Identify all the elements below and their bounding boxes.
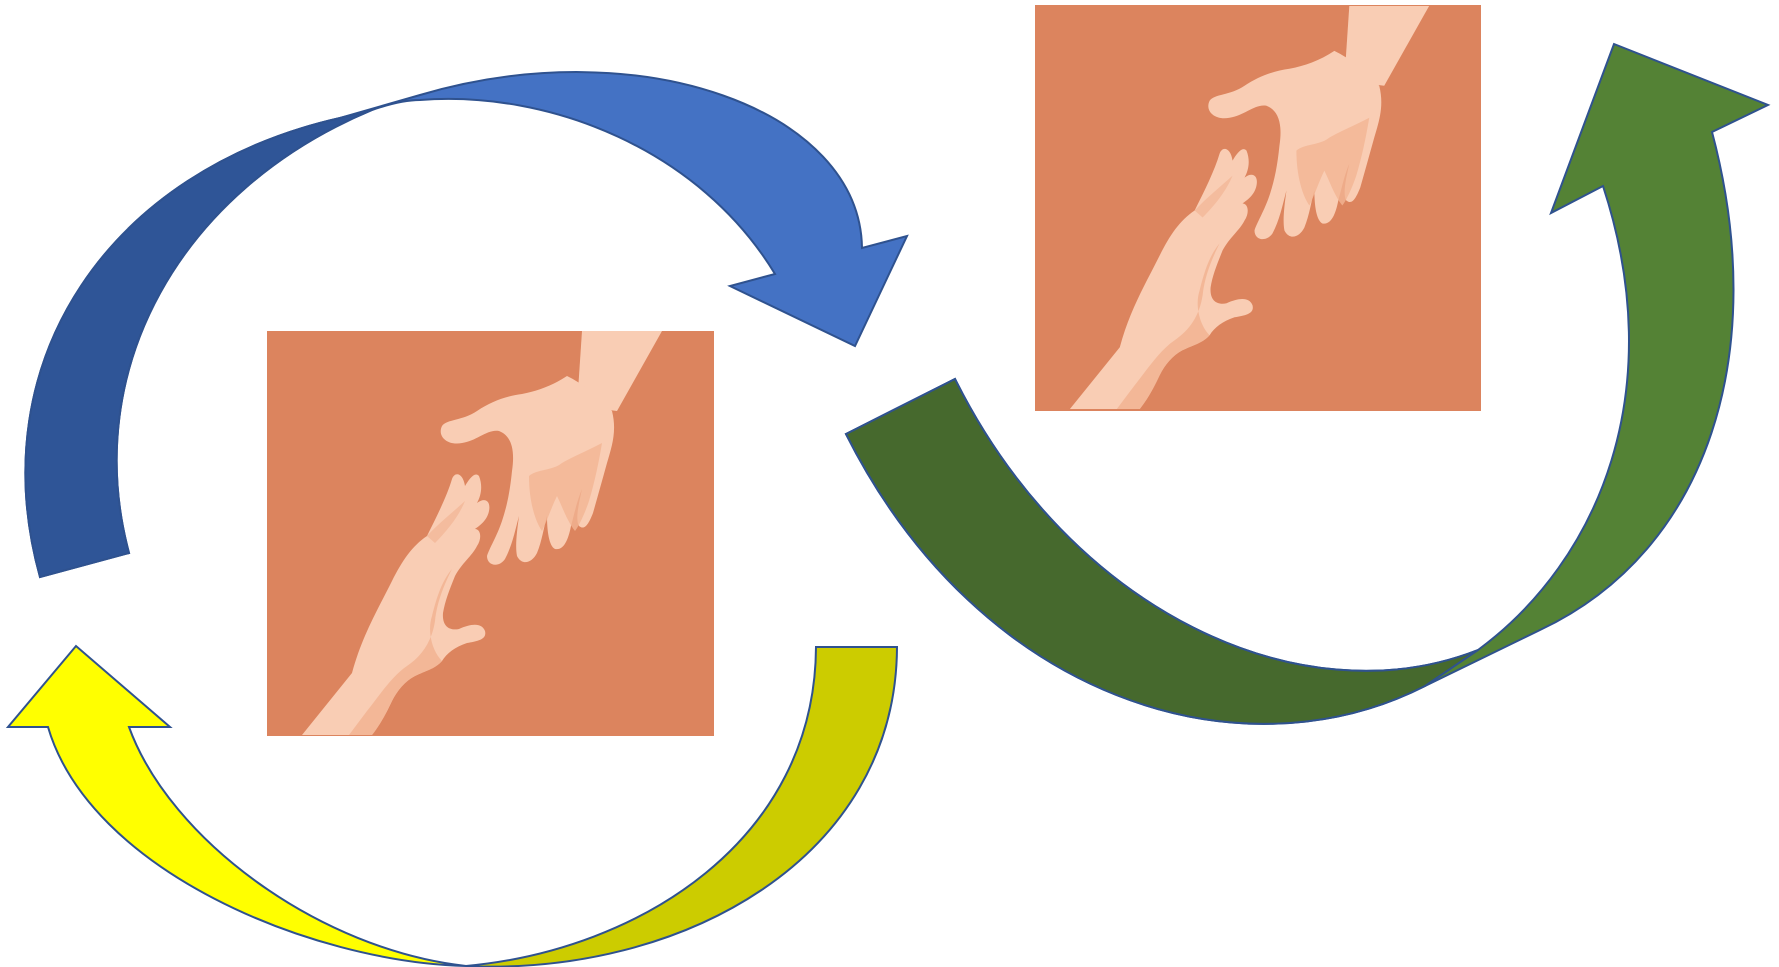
helping-hands-image-left	[267, 331, 714, 736]
image-background	[267, 331, 714, 736]
image-background	[1035, 5, 1481, 411]
helping-hands-image-right	[1035, 5, 1481, 411]
